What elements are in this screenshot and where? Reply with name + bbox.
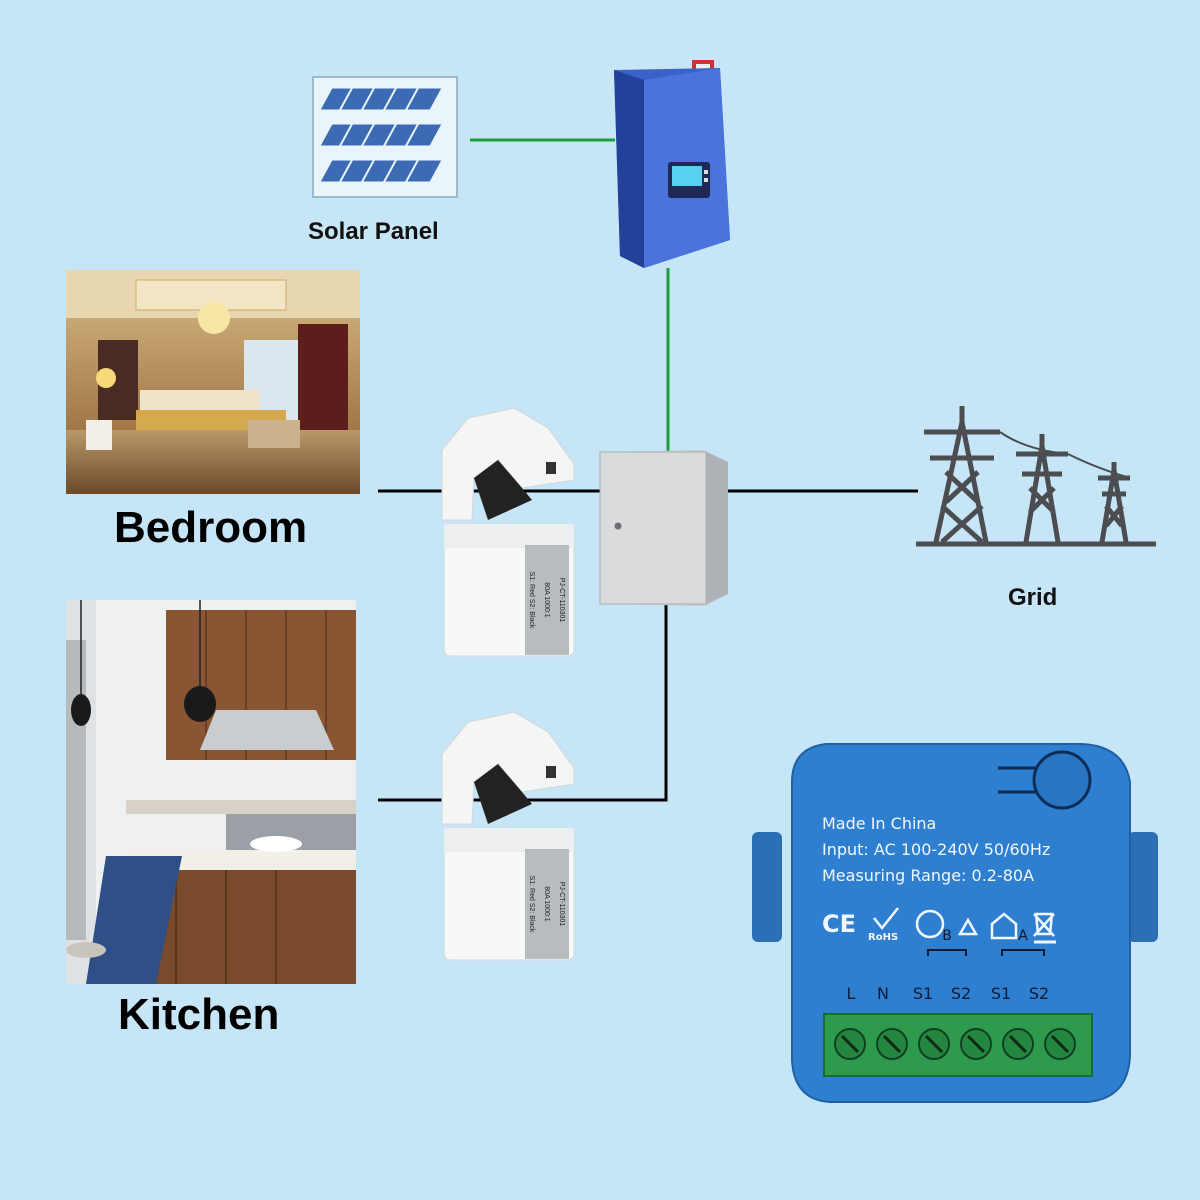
- ct-rating: 80A 1000:1: [543, 582, 550, 618]
- house-icon: [990, 912, 1018, 940]
- ct-sensor-bedroom: PJ-CT-110301 80A 1000:1 S1: Red S2: Blac…: [428, 400, 588, 660]
- check-icon: [873, 907, 899, 931]
- ct-sensor-bedroom-label: PJ-CT-110301 80A 1000:1 S1: Red S2: Blac…: [525, 545, 569, 655]
- energy-meter-module-icon: [752, 743, 1158, 1103]
- inverter-icon: [614, 60, 730, 268]
- origin-text: Made In China: [822, 814, 937, 833]
- terminal-label-a-s2: S2: [1028, 984, 1050, 1003]
- bedroom-photo: [66, 270, 360, 494]
- group-a-label: A: [1018, 928, 1028, 944]
- grid-label: Grid: [1008, 584, 1058, 611]
- recycle-icon: [957, 917, 979, 936]
- ct-rating: 80A 1000:1: [543, 886, 550, 922]
- ct-model: PJ-CT-110301: [558, 577, 565, 623]
- power-tower-icon: [916, 406, 1156, 547]
- ce-mark: CE: [822, 910, 857, 938]
- ct-model: PJ-CT-110301: [558, 881, 565, 927]
- bedroom-label: Bedroom: [114, 503, 308, 552]
- terminal-label-b-s2: S2: [950, 984, 972, 1003]
- kitchen-photo: [66, 600, 356, 984]
- terminal-label-b-s1: S1: [912, 984, 934, 1003]
- ct-wiring: S1: Red S2: Black: [528, 875, 535, 933]
- kitchen-wire: [378, 604, 668, 802]
- group-b-label: B: [942, 928, 952, 944]
- terminal-label-a-s1: S1: [990, 984, 1012, 1003]
- input-spec-text: Input: AC 100-240V 50/60Hz: [822, 840, 1051, 859]
- ct-sensor-kitchen: PJ-CT-110301 80A 1000:1 S1: Red S2: Blac…: [428, 704, 588, 964]
- recycle-orb-icon: [915, 909, 945, 939]
- ct-wiring: S1: Red S2: Black: [528, 571, 535, 629]
- terminal-label-n: N: [877, 984, 889, 1003]
- range-spec-text: Measuring Range: 0.2-80A: [822, 866, 1035, 885]
- terminal-label-l: L: [846, 984, 856, 1003]
- solar-panel-label: Solar Panel: [308, 218, 439, 245]
- rohs-mark: RoHS: [868, 932, 899, 943]
- solar-panel-icon: [312, 76, 458, 198]
- ct-sensor-kitchen-label: PJ-CT-110301 80A 1000:1 S1: Red S2: Blac…: [525, 849, 569, 959]
- distribution-box-icon: [599, 450, 728, 606]
- weee-bin-icon: [1033, 912, 1055, 937]
- energy-meter-module: Made In China Input: AC 100-240V 50/60Hz…: [752, 738, 1158, 1112]
- kitchen-label: Kitchen: [118, 990, 280, 1039]
